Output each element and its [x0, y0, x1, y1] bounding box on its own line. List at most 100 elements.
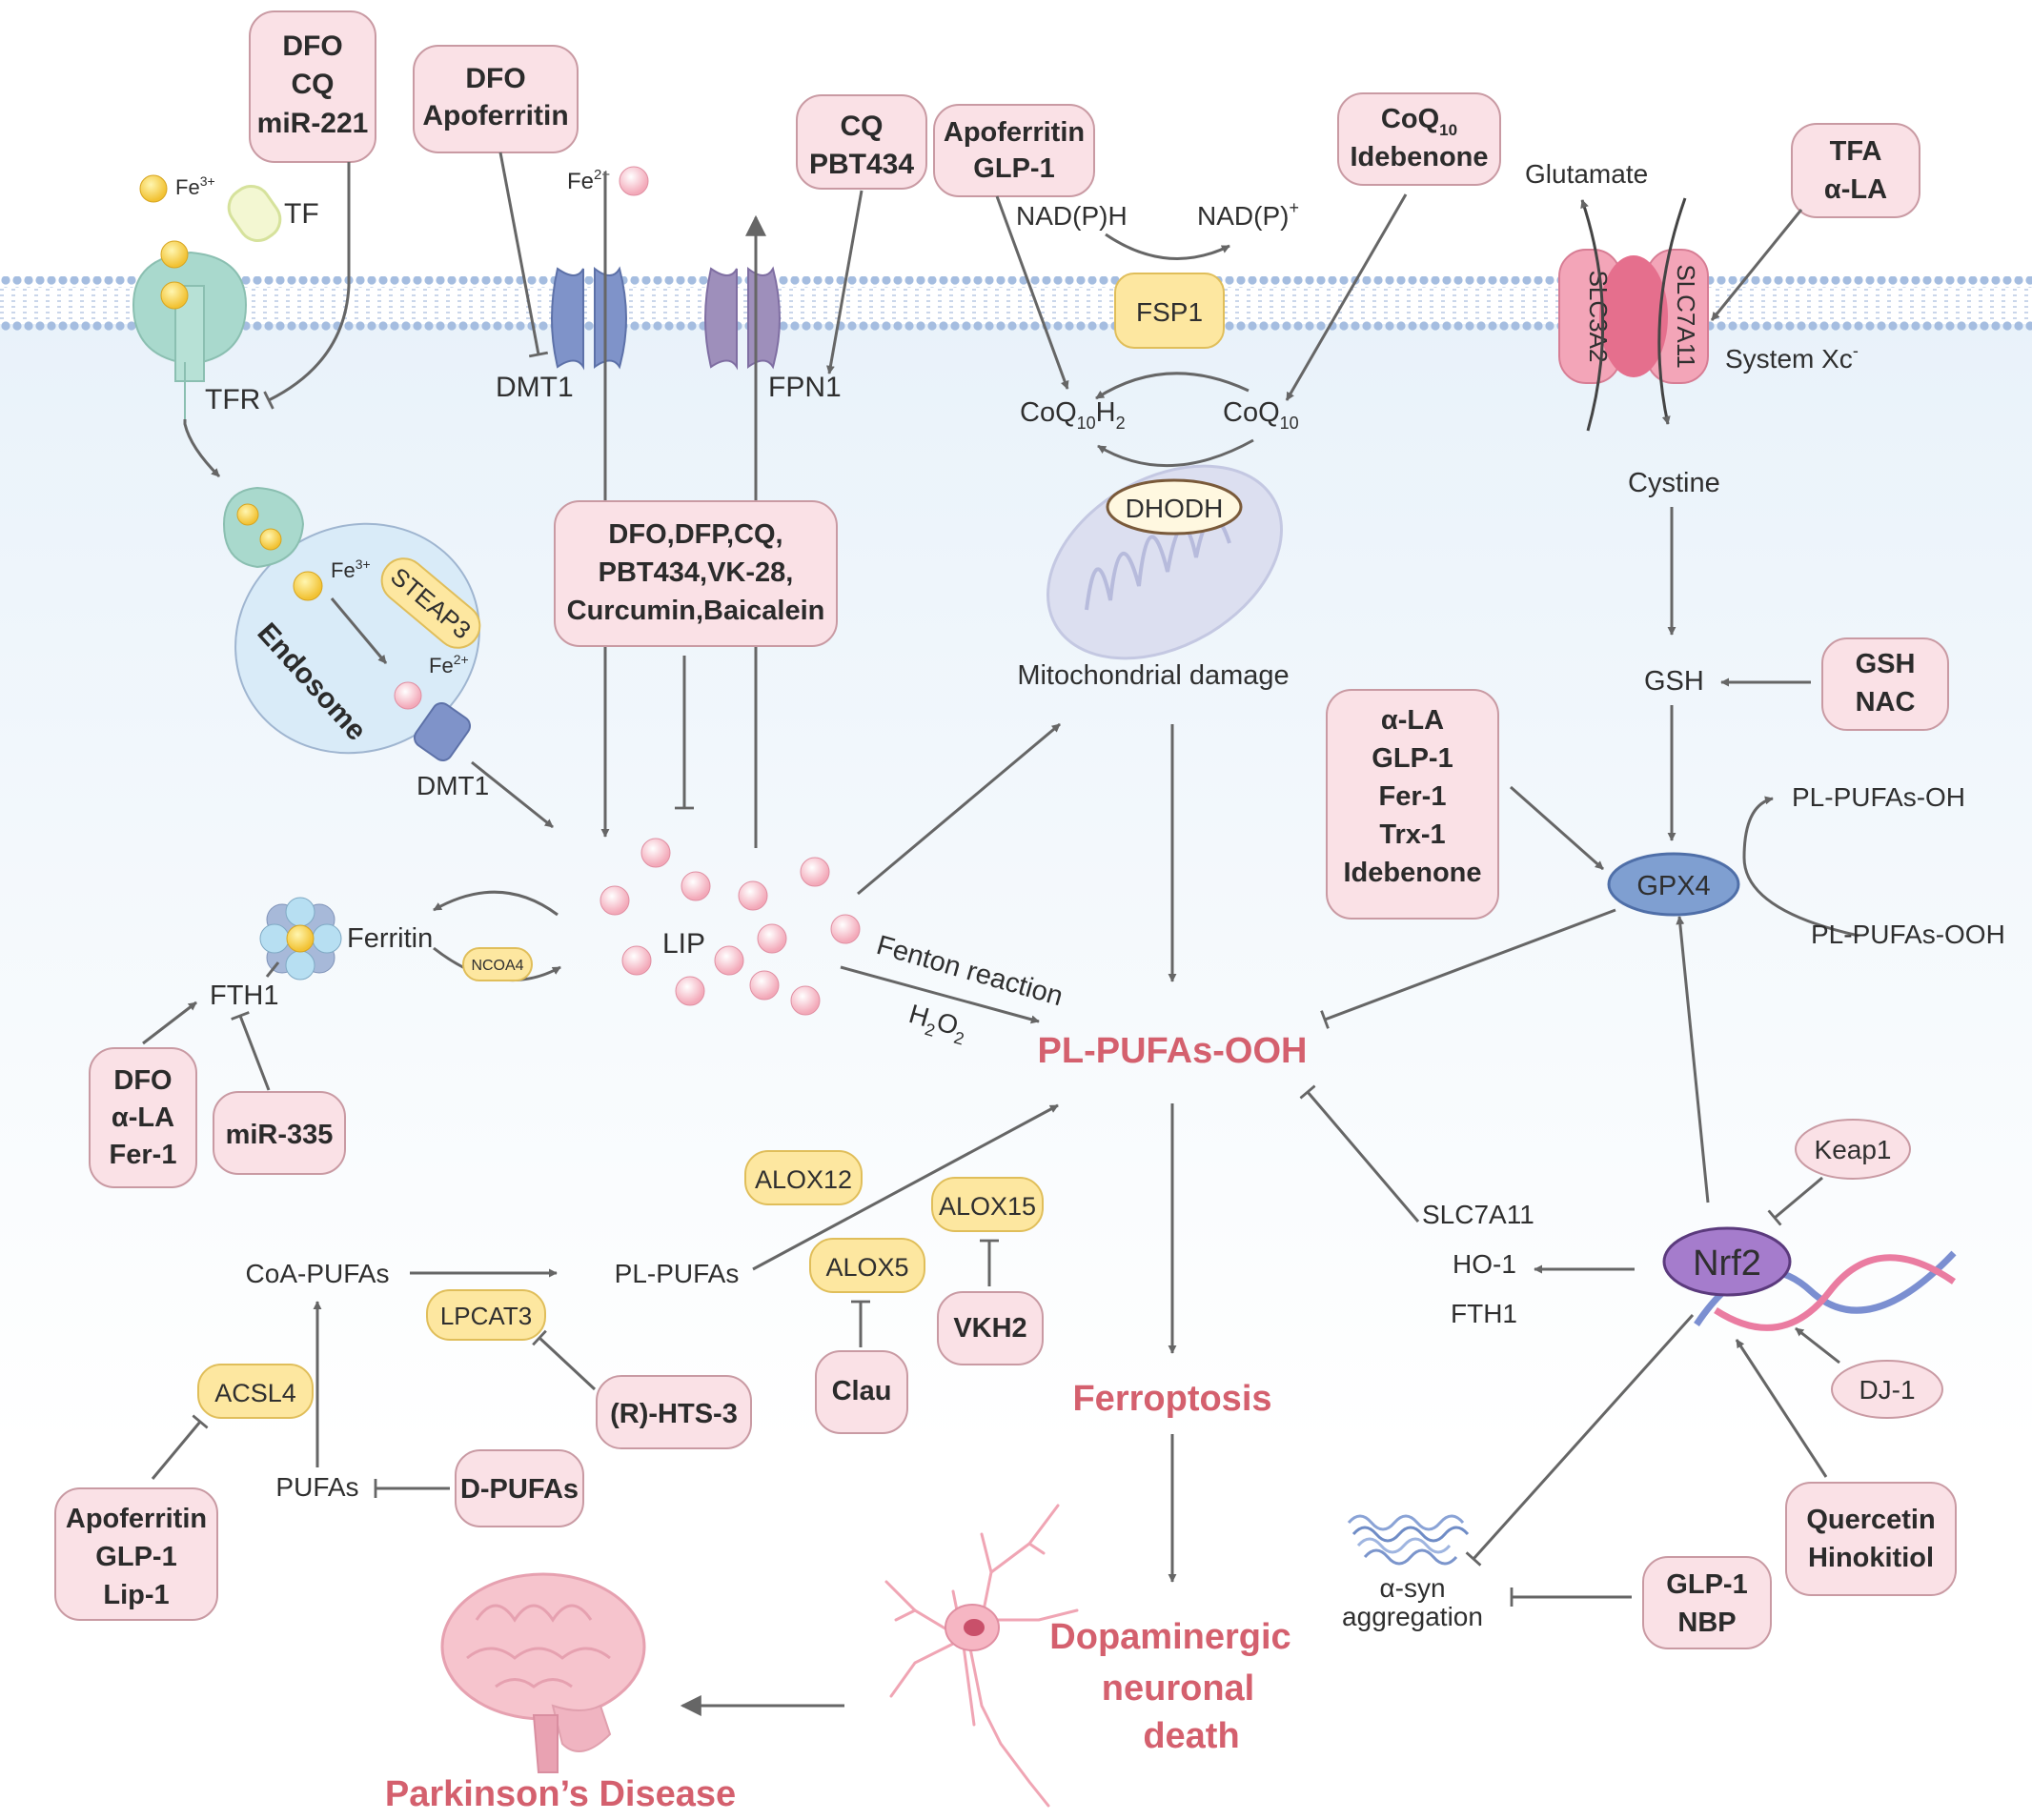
- drug-name: Fer-1: [1379, 781, 1447, 812]
- nrf2-to-gpx4-arrow: [1676, 916, 1710, 1203]
- lip-label: LIP: [662, 928, 705, 960]
- gpx4-drug-box: α-LA GLP-1 Fer-1 Trx-1 Idebenone: [1326, 689, 1499, 920]
- tfr-to-endosome-arrow: [183, 419, 221, 478]
- drug-name: Fer-1: [110, 1140, 177, 1170]
- da-death-line-2: neuronal: [1102, 1668, 1254, 1709]
- drug-name: Lip-1: [103, 1580, 169, 1610]
- slc7a11-label: SLC7A11: [1672, 264, 1700, 368]
- coq10-drug-arrow: [1285, 193, 1408, 401]
- nrf2-activator-arrow: [1735, 1339, 1828, 1478]
- fsp1-modulator-box: Apoferritin GLP-1: [933, 104, 1095, 197]
- fe3-ion: [139, 174, 168, 203]
- pl-pufas-to-ooh-arrow: [752, 1103, 1059, 1271]
- tfr-label: TFR: [205, 384, 260, 415]
- da-death-line-3: death: [1143, 1716, 1239, 1756]
- slc7a11-target-label: SLC7A11: [1422, 1200, 1534, 1229]
- fe2-ion: [619, 166, 649, 196]
- drug-name: CQ: [292, 69, 335, 100]
- drug-name: Idebenone: [1343, 858, 1481, 888]
- gpx4-enzyme: GPX4: [1607, 852, 1740, 917]
- mito-damage-label: Mitochondrial damage: [1017, 660, 1289, 691]
- nrf2-syn-inhibition-line: [1465, 1313, 1695, 1567]
- mir335-box: miR-335: [213, 1091, 346, 1175]
- tfr-inhibition-line: [263, 162, 351, 410]
- nadp-label: NAD(P)+: [1197, 198, 1299, 231]
- enzyme-label: FSP1: [1136, 297, 1203, 327]
- nadph-label: NAD(P)H: [1016, 201, 1128, 231]
- acsl4-enzyme: ACSL4: [197, 1364, 314, 1419]
- coa-pufas-label: CoA-PUFAs: [246, 1259, 390, 1288]
- nrf2-node: Nrf2: [1662, 1226, 1792, 1297]
- pl-pufas-ooh-label: PL-PUFAs-OOH: [1038, 1031, 1308, 1071]
- lip-to-ferritin-arrow: [433, 890, 559, 917]
- alox15-enzyme: ALOX15: [931, 1177, 1044, 1232]
- drug-name: Hinokitiol: [1808, 1543, 1934, 1573]
- enzyme-label: GPX4: [1636, 871, 1710, 901]
- chelator-box: DFO,DFP,CQ, PBT434,VK-28, Curcumin,Baica…: [554, 500, 838, 647]
- fth1-label: FTH1: [210, 981, 279, 1011]
- drug-name: Clau: [832, 1376, 892, 1406]
- alox5-enzyme: ALOX5: [809, 1238, 925, 1293]
- drug-name: α-LA: [112, 1102, 174, 1133]
- dhodh-reduction-arrow: [1097, 438, 1254, 467]
- ho1-target-label: HO-1: [1453, 1249, 1516, 1279]
- neuron-icon: [884, 1504, 1079, 1808]
- dmt1-endo-label: DMT1: [417, 771, 489, 800]
- fe2-endo-label: Fe2+: [429, 652, 469, 677]
- enzyme-label: ALOX12: [755, 1165, 852, 1194]
- nrf2-targets-inhibition-line: [1299, 1084, 1420, 1223]
- tfr-receptor: [132, 240, 248, 419]
- alox12-enzyme: ALOX12: [744, 1150, 863, 1205]
- glutamate-export-arrow: [1580, 199, 1605, 432]
- dmt1-label: DMT1: [496, 372, 574, 403]
- drug-name: α-LA: [1824, 174, 1887, 205]
- dhodh-enzyme: DHODH: [1106, 478, 1243, 536]
- fth1-target-label: FTH1: [1451, 1299, 1517, 1328]
- drug-name: DFO,DFP,CQ,: [608, 519, 782, 550]
- nrf2-activator-box: Quercetin Hinokitiol: [1785, 1482, 1957, 1596]
- drug-name: α-LA: [1381, 705, 1444, 736]
- dpufas-box: D-PUFAs: [455, 1449, 584, 1527]
- cystine-label: Cystine: [1628, 468, 1720, 498]
- ncoa4-enzyme: NCOA4: [462, 947, 533, 981]
- fenton-arrow: [840, 965, 1040, 1024]
- drug-name: GLP-1: [973, 153, 1054, 184]
- drug-name: PBT434,VK-28,: [599, 557, 794, 588]
- fth1-drug-box: DFO α-LA Fer-1: [89, 1047, 197, 1188]
- xc-drug-box: TFA α-LA: [1791, 123, 1920, 218]
- coq10-reduction-arrow: [1095, 372, 1250, 400]
- hts3-box: (R)-HTS-3: [596, 1375, 752, 1449]
- cystine-import-arrow: [1657, 197, 1687, 425]
- gsh-drug-box: GSH NAC: [1821, 637, 1949, 731]
- drug-name: DFO: [465, 63, 525, 94]
- drug-name: VKH2: [953, 1313, 1026, 1344]
- hts3-inhibition-line: [532, 1329, 597, 1391]
- pl-pufas-ooh-small-label: PL-PUFAs-OOH: [1811, 920, 2005, 949]
- drug-name: TFA: [1830, 136, 1882, 167]
- drug-name: GSH: [1856, 649, 1916, 679]
- asyn-label: α-syn: [1379, 1573, 1445, 1603]
- asyn-aggregate-icon: [1347, 1514, 1470, 1566]
- enzyme-label: ALOX15: [939, 1192, 1036, 1221]
- h2o2-label: H2O2: [904, 999, 971, 1049]
- gpx4-reduction-arrow: [1742, 796, 1859, 938]
- ferritin-complex: [259, 897, 342, 981]
- drug-name: D-PUFAs: [460, 1474, 579, 1505]
- mitochondrion: [1046, 464, 1283, 660]
- coq10-drug-box: CoQ10 Idebenone: [1337, 92, 1501, 186]
- brain-icon: [440, 1572, 646, 1773]
- drug-name: (R)-HTS-3: [610, 1399, 738, 1429]
- fe3-endo-label: Fe3+: [331, 556, 371, 582]
- mir335-inhibition-line: [231, 1011, 271, 1091]
- da-death-line-1: Dopaminergic: [1049, 1617, 1290, 1657]
- clau-box: Clau: [815, 1350, 908, 1434]
- drug-name: Curcumin,Baicalein: [567, 596, 825, 626]
- gpx4-drug-arrow: [1510, 785, 1604, 871]
- fe3-to-fe2-arrow: [330, 597, 388, 664]
- xc-drug-arrow: [1710, 209, 1803, 321]
- drug-name: Apoferritin: [422, 100, 568, 131]
- dmt1-inhibition-line: [498, 152, 549, 358]
- coq10-label: CoQ10: [1223, 397, 1299, 433]
- vkh2-box: VKH2: [937, 1291, 1044, 1365]
- lip-to-mito-arrow: [857, 722, 1061, 896]
